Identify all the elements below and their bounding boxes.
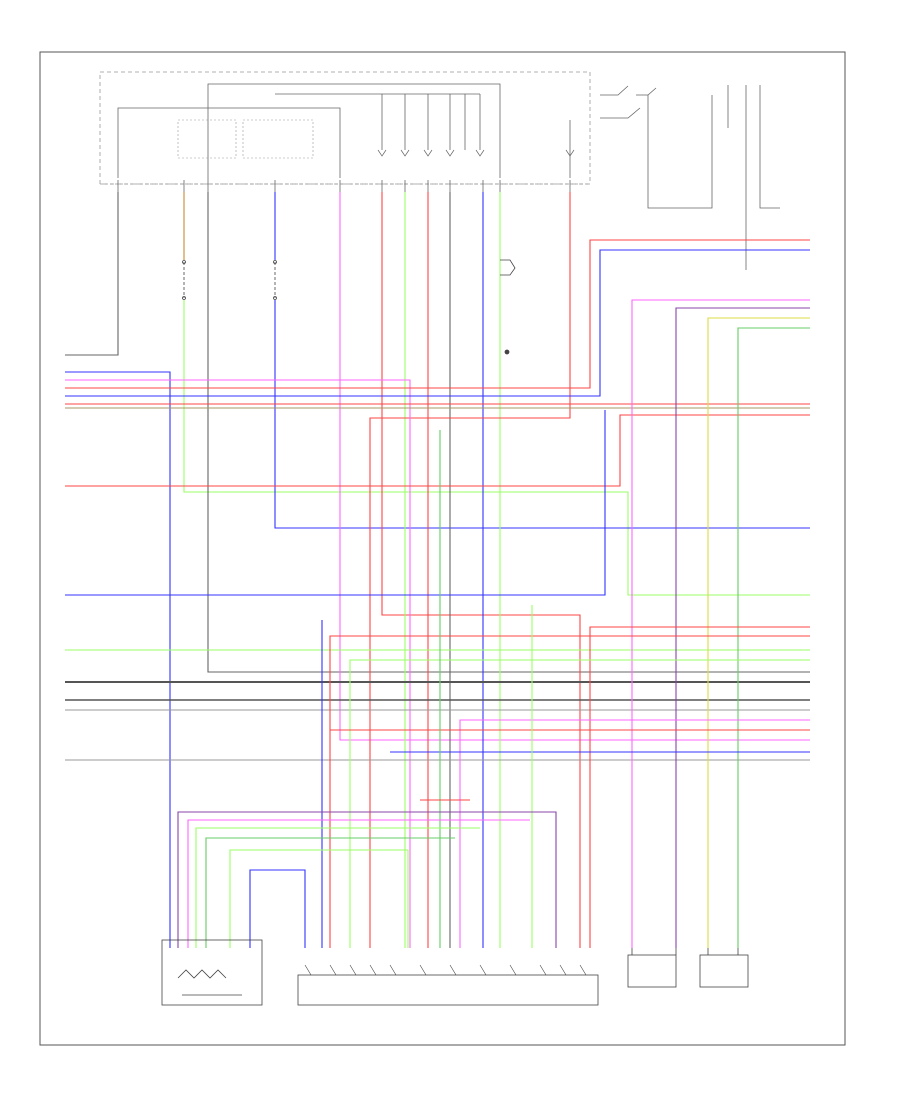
inline-components — [182, 259, 516, 355]
engine-control-module — [99, 71, 591, 192]
solenoid-icon — [297, 964, 599, 1006]
switch-icon — [500, 259, 516, 355]
sensor-icon — [699, 948, 749, 988]
switch-icon — [182, 260, 186, 300]
top-right-switch-cluster — [600, 85, 780, 270]
diagram-border — [39, 51, 846, 1046]
bottom-components — [161, 939, 749, 1006]
solenoid-icon — [161, 939, 263, 1006]
wire-harness — [65, 192, 810, 948]
sensor-icon — [627, 948, 677, 988]
sensor-icon — [273, 260, 277, 300]
